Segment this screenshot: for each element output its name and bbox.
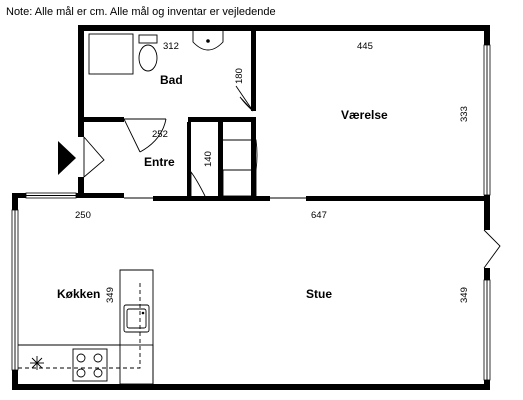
bad-shower [88,33,134,75]
kitchen-sink-icon [123,304,150,333]
stue-door [483,229,501,269]
room-label-entre: Entre [144,155,175,169]
room-label-koekken: Køkken [57,287,100,301]
outer-wall-upper-left-a [78,25,84,137]
dim-vaerelse-width: 445 [357,41,373,52]
dim-entre-depth: 140 [203,151,214,167]
dim-koekken-depth: 349 [105,287,116,303]
room-label-stue: Stue [306,287,332,301]
wall-entre-bottom-b [153,196,256,201]
plan-note: Note: Alle mål er cm. Alle mål og invent… [6,6,276,18]
wall-entre-bottom-a [84,193,124,198]
outer-wall-bottom [12,384,490,390]
room-label-bad: Bad [160,73,183,87]
outer-wall-top [78,25,490,31]
sink-icon [192,31,224,51]
dim-vaerelse-depth: 333 [459,106,470,122]
wall-bad-bottom-b [188,117,256,122]
dim-stue-width: 647 [311,210,327,221]
wall-vaerelse-bottom-a [256,196,270,201]
wall-bad-vaerelse [251,31,256,111]
room-label-vaerelse: Værelse [341,108,388,122]
stove-icon [72,348,108,382]
wall-bad-bottom-a [84,117,124,122]
dim-stue-depth: 349 [459,287,470,303]
wall-vaerelse-bottom-b [306,196,484,201]
dim-bad-width: 312 [163,41,179,52]
toilet-icon [138,34,158,72]
dim-entre-width: 252 [152,129,168,140]
wall-closet-divider [218,122,223,200]
outer-wall-upper-left-b [78,177,84,197]
wall-closet-left [187,122,191,200]
extractor-fan-icon [30,356,44,370]
wall-closet-right [251,122,256,200]
entrance-arrow-icon [58,141,76,175]
dim-koekken-width: 250 [75,210,91,221]
kitchen-counter [18,269,154,385]
dim-bad-door: 180 [234,68,245,84]
